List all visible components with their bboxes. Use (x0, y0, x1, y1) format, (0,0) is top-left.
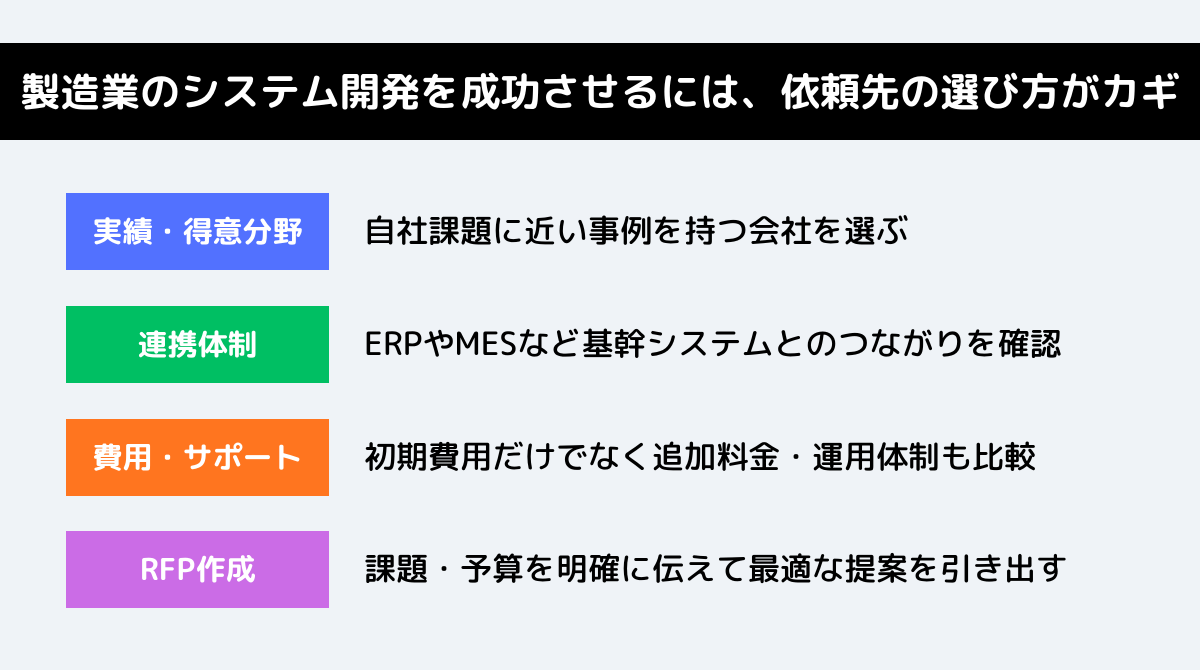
row-rfp: RFP作成 課題・予算を明確に伝えて最適な提案を引き出す (66, 531, 1068, 608)
label-box-rfp: RFP作成 (66, 531, 329, 608)
page-title: 製造業のシステム開発を成功させるには、依頼先の選び方がカギ (20, 63, 1180, 119)
label-box-jisseki: 実績・得意分野 (66, 193, 329, 270)
description-jisseki: 自社課題に近い事例を持つ会社を選ぶ (364, 209, 909, 253)
row-jisseki: 実績・得意分野 自社課題に近い事例を持つ会社を選ぶ (66, 193, 908, 270)
label-text-rfp: RFP作成 (139, 548, 256, 590)
description-hiyou: 初期費用だけでなく追加料金・運用体制も比較 (364, 434, 1037, 479)
row-renkei: 連携体制 ERPやMESなど基幹システムとのつながりを確認 (66, 306, 1061, 383)
label-box-hiyou: 費用・サポート (66, 418, 329, 496)
label-text-hiyou: 費用・サポート (92, 435, 303, 478)
header-band: 製造業のシステム開発を成功させるには、依頼先の選び方がカギ (0, 42, 1200, 140)
label-text-renkei: 連携体制 (137, 323, 258, 365)
description-renkei: ERPやMESなど基幹システムとのつながりを確認 (364, 322, 1062, 366)
label-text-jisseki: 実績・得意分野 (92, 210, 303, 252)
row-hiyou: 費用・サポート 初期費用だけでなく追加料金・運用体制も比較 (66, 418, 1037, 496)
label-box-renkei: 連携体制 (66, 306, 329, 383)
description-rfp: 課題・予算を明確に伝えて最適な提案を引き出す (364, 547, 1069, 591)
